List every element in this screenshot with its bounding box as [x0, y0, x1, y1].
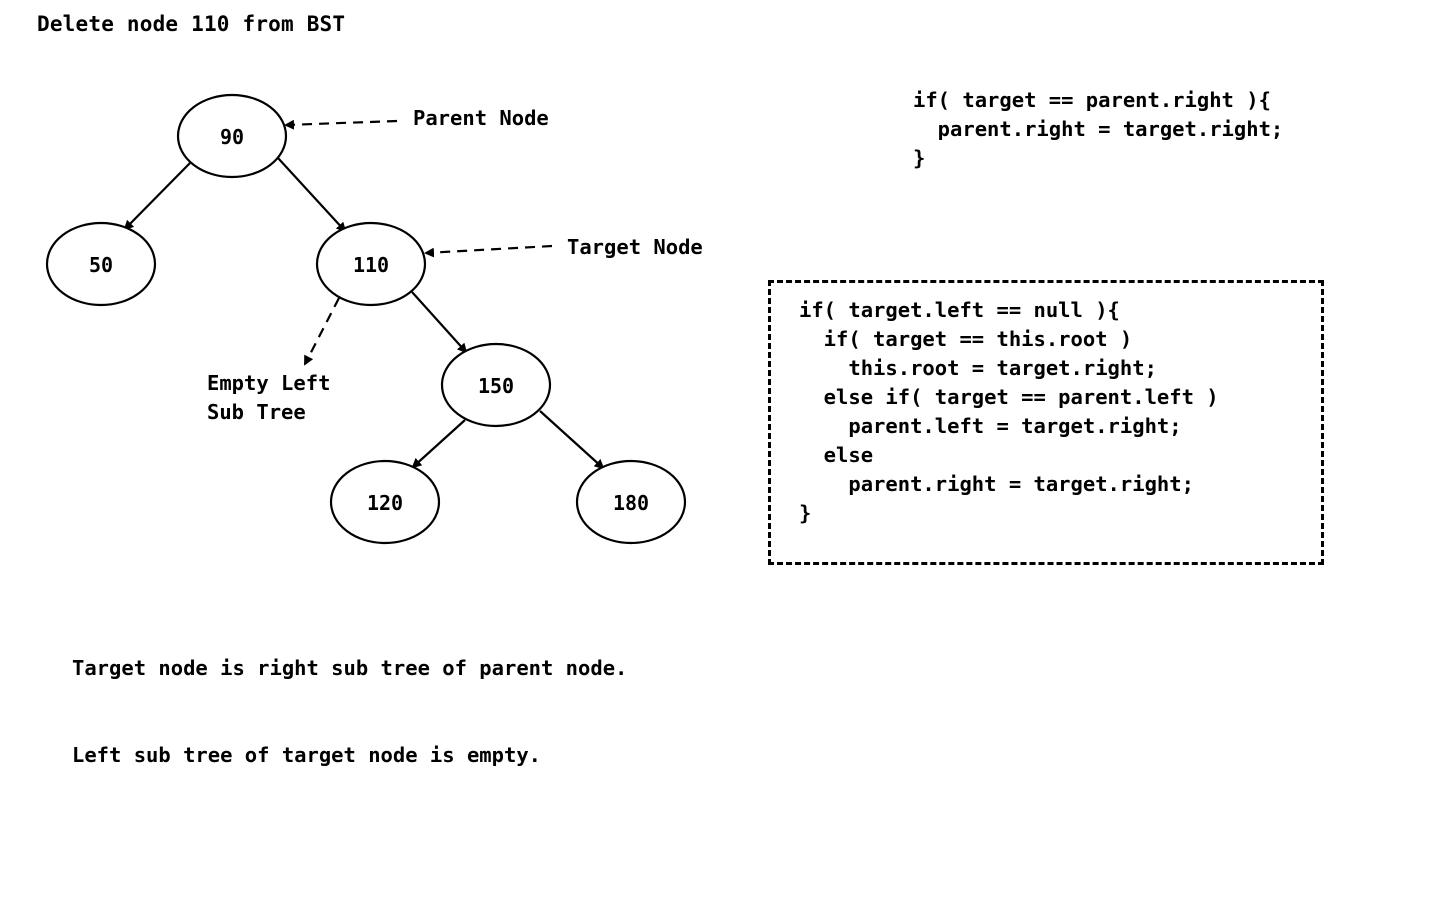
- tree-node: 150: [440, 342, 552, 428]
- tree-node: 110: [315, 221, 427, 307]
- parent-pointer-arrow: [284, 119, 398, 130]
- code-line: this.root = target.right;: [799, 356, 1157, 380]
- parent-node-label: Parent Node: [413, 106, 549, 130]
- code-line: }: [913, 146, 926, 170]
- code-line: parent.right = target.right;: [913, 117, 1284, 141]
- code-line: }: [799, 501, 812, 525]
- code-box-content: if( target.left == null ){ if( target ==…: [799, 296, 1219, 528]
- node-ellipse: [440, 342, 552, 428]
- tree-edges: [123, 157, 605, 470]
- code-line: parent.right = target.right;: [799, 472, 1194, 496]
- edge-90-110: [277, 157, 347, 233]
- code-line: if( target == this.root ): [799, 327, 1133, 351]
- edge-150-120: [411, 419, 466, 469]
- tree-node: 50: [45, 221, 157, 307]
- code-line: else: [799, 443, 874, 467]
- tree-node: 180: [575, 459, 687, 545]
- code-line: if( target.left == null ){: [799, 298, 1120, 322]
- node-ellipse: [329, 459, 441, 545]
- empty-left-pointer-arrow: [304, 297, 340, 366]
- node-ellipse: [575, 459, 687, 545]
- node-label: 180: [613, 491, 649, 515]
- edge-90-50: [123, 162, 191, 231]
- code-line: parent.left = target.right;: [799, 414, 1182, 438]
- edge-110-150: [411, 291, 468, 354]
- caption-line: Left sub tree of target node is empty.: [72, 743, 541, 767]
- code-line: else if( target == parent.left ): [799, 385, 1219, 409]
- page-title: Delete node 110 from BST: [37, 12, 346, 36]
- node-label: 120: [367, 491, 403, 515]
- node-ellipse: [315, 221, 427, 307]
- node-ellipse: [45, 221, 157, 307]
- code-line: if( target == parent.right ){: [913, 88, 1271, 112]
- tree-node: 90: [176, 93, 288, 179]
- caption: Target node is right sub tree of parent …: [72, 596, 627, 799]
- target-pointer-arrow: [424, 244, 553, 258]
- empty-left-label-line2: Sub Tree: [207, 400, 306, 424]
- tree-node: 120: [329, 459, 441, 545]
- target-node-label: Target Node: [567, 235, 703, 259]
- node-label: 90: [220, 125, 244, 149]
- node-label: 110: [353, 253, 389, 277]
- annotation-arrows: [284, 119, 553, 366]
- node-ellipse: [176, 93, 288, 179]
- code-snippet: if( target == parent.right ){ parent.rig…: [913, 86, 1283, 173]
- node-label: 150: [478, 374, 514, 398]
- empty-left-label-line1: Empty Left: [207, 371, 330, 395]
- edge-150-180: [539, 410, 605, 470]
- code-box: if( target.left == null ){ if( target ==…: [768, 280, 1324, 565]
- node-label: 50: [89, 253, 113, 277]
- caption-line: Target node is right sub tree of parent …: [72, 656, 628, 680]
